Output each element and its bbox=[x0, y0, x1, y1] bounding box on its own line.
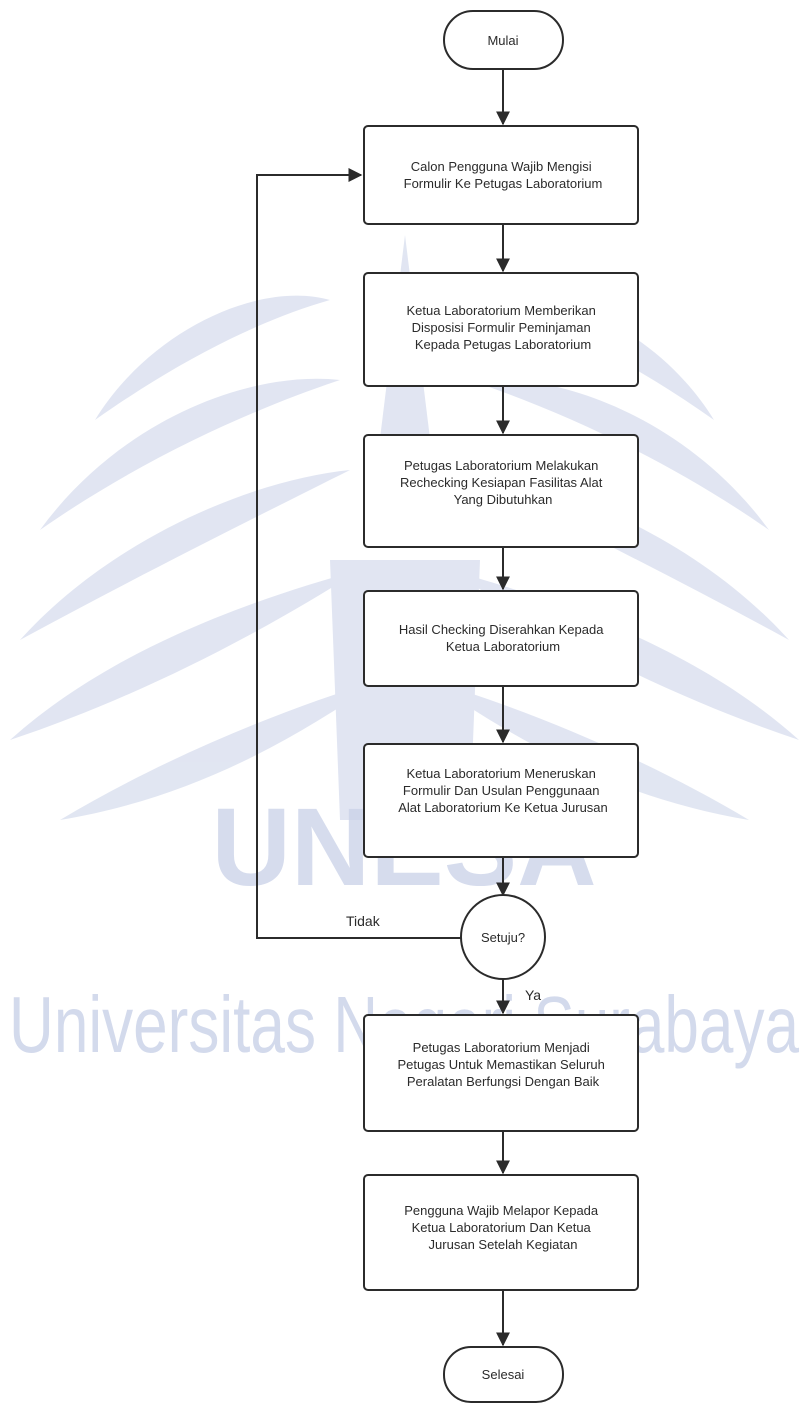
process-box-5: Ketua Laboratorium Meneruskan Formulir D… bbox=[363, 743, 639, 858]
process-box-2-line-3: Kepada Petugas Laboratorium bbox=[415, 337, 591, 352]
start-node-label: Mulai bbox=[487, 33, 518, 48]
process-box-1: Calon Pengguna Wajib Mengisi Formulir Ke… bbox=[363, 125, 639, 225]
svg-text:Petugas Laboratorium Melakukan: Petugas Laboratorium Melakukan Recheckin… bbox=[400, 458, 606, 507]
process-box-5-line-2: Formulir Dan Usulan Penggunaan bbox=[403, 783, 600, 798]
process-box-2-line-1: Ketua Laboratorium Memberikan bbox=[407, 303, 596, 318]
flow-edges bbox=[256, 69, 510, 1347]
process-box-5-line-3: Alat Laboratorium Ke Ketua Jurusan bbox=[398, 800, 608, 815]
process-box-3-line-3: Yang Dibutuhkan bbox=[454, 492, 553, 507]
process-box-7: Pengguna Wajib Melapor Kepada Ketua Labo… bbox=[363, 1174, 639, 1291]
process-box-1-line-2: Formulir Ke Petugas Laboratorium bbox=[404, 176, 603, 191]
start-node: Mulai bbox=[443, 10, 564, 70]
process-box-4: Hasil Checking Diserahkan Kepada Ketua L… bbox=[363, 590, 639, 687]
svg-text:Pengguna Wajib Melapor Kepada: Pengguna Wajib Melapor Kepada Ketua Labo… bbox=[404, 1203, 602, 1252]
process-box-3-line-1: Petugas Laboratorium Melakukan bbox=[404, 458, 598, 473]
process-box-2: Ketua Laboratorium Memberikan Disposisi … bbox=[363, 272, 639, 387]
branch-label-tidak: Tidak bbox=[346, 913, 381, 929]
edge-decision-loop-back bbox=[256, 168, 461, 939]
svg-text:Hasil Checking Diserahkan Kepa: Hasil Checking Diserahkan Kepada Ketua L… bbox=[399, 622, 607, 654]
process-box-7-line-1: Pengguna Wajib Melapor Kepada bbox=[404, 1203, 599, 1218]
decision-node: Setuju? bbox=[460, 894, 546, 980]
process-box-2-line-2: Disposisi Formulir Peminjaman bbox=[412, 320, 591, 335]
process-box-3-line-2: Rechecking Kesiapan Fasilitas Alat bbox=[400, 475, 603, 490]
end-node: Selesai bbox=[443, 1346, 564, 1403]
end-node-label: Selesai bbox=[482, 1367, 525, 1382]
process-box-6: Petugas Laboratorium Menjadi Petugas Unt… bbox=[363, 1014, 639, 1132]
svg-text:Petugas Laboratorium Menjadi: Petugas Laboratorium Menjadi Petugas Unt… bbox=[397, 1040, 608, 1089]
svg-text:Ketua Laboratorium Memberikan: Ketua Laboratorium Memberikan Disposisi … bbox=[407, 303, 600, 352]
process-box-5-line-1: Ketua Laboratorium Meneruskan bbox=[407, 766, 596, 781]
process-box-4-line-1: Hasil Checking Diserahkan Kepada bbox=[399, 622, 604, 637]
process-box-6-line-2: Petugas Untuk Memastikan Seluruh bbox=[397, 1057, 604, 1072]
process-box-4-line-2: Ketua Laboratorium bbox=[446, 639, 560, 654]
process-box-7-line-2: Ketua Laboratorium Dan Ketua bbox=[412, 1220, 592, 1235]
branch-label-ya: Ya bbox=[525, 987, 541, 1003]
svg-text:Calon Pengguna Wajib Mengisi: Calon Pengguna Wajib Mengisi Formulir Ke… bbox=[404, 159, 603, 191]
process-box-6-line-3: Peralatan Berfungsi Dengan Baik bbox=[407, 1074, 600, 1089]
svg-text:Ketua Laboratorium Meneruskan: Ketua Laboratorium Meneruskan Formulir D… bbox=[398, 766, 608, 815]
process-box-1-line-1: Calon Pengguna Wajib Mengisi bbox=[411, 159, 592, 174]
process-box-3: Petugas Laboratorium Melakukan Recheckin… bbox=[363, 434, 639, 548]
process-box-6-line-1: Petugas Laboratorium Menjadi bbox=[413, 1040, 590, 1055]
process-box-7-line-3: Jurusan Setelah Kegiatan bbox=[429, 1237, 578, 1252]
decision-node-label: Setuju? bbox=[481, 930, 525, 945]
